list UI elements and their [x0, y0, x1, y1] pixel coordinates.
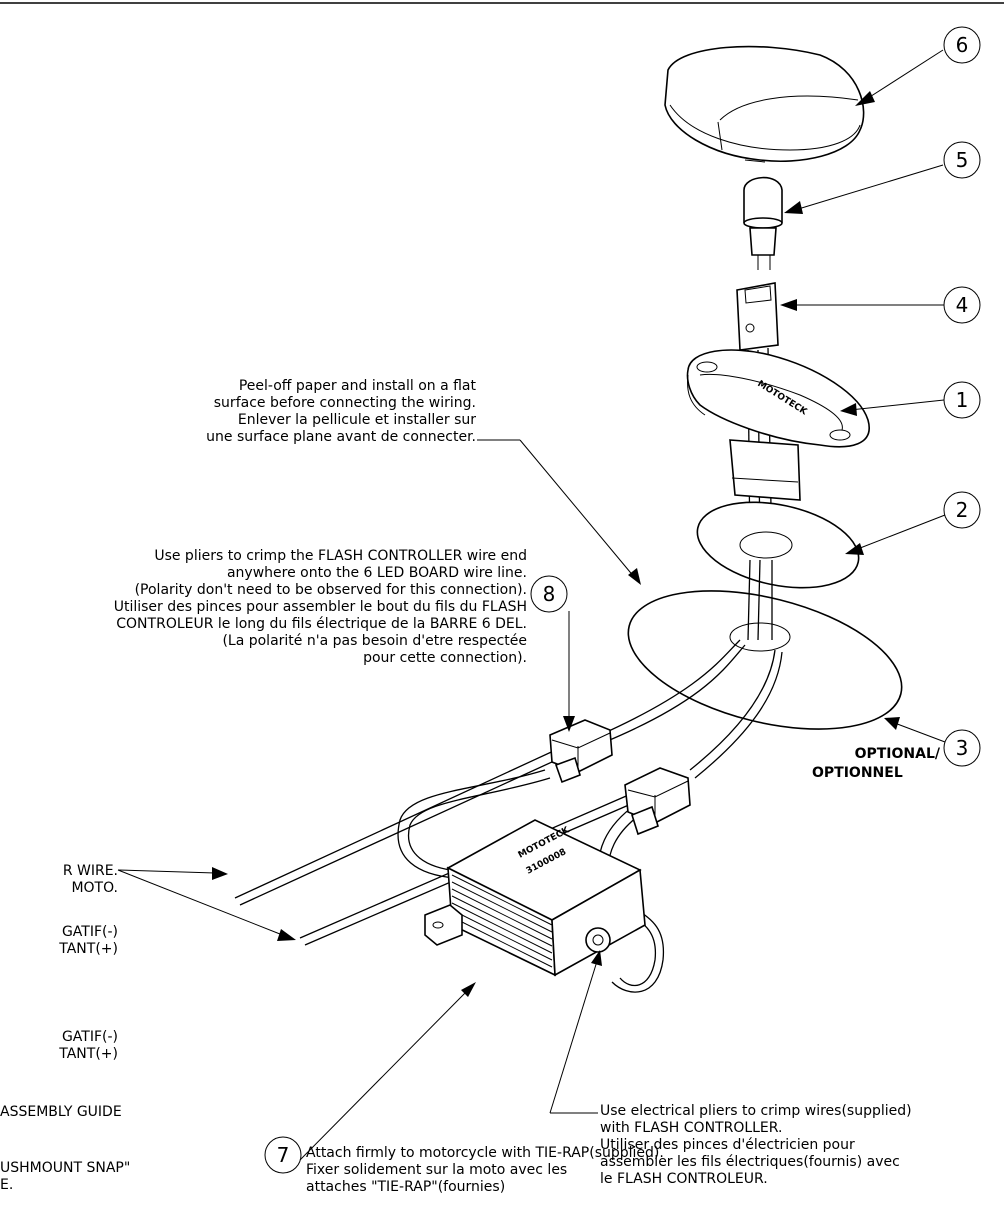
callout-5: 5 — [943, 141, 981, 179]
svg-text:pour cette connection).: pour cette connection). — [363, 650, 527, 666]
callout-1: 1 — [943, 381, 981, 419]
callout-7: 7 — [264, 1136, 302, 1174]
svg-text:8: 8 — [543, 582, 556, 606]
pliers-note: Use pliers to crimp the FLASH CONTROLLER… — [114, 548, 527, 666]
svg-text:anywhere onto the 6 LED BOARD: anywhere onto the 6 LED BOARD wire line. — [227, 565, 527, 581]
callout-3: 3 — [943, 729, 981, 767]
lens-cap-part — [664, 45, 865, 163]
svg-text:E.: E. — [0, 1177, 13, 1193]
svg-text:7: 7 — [277, 1143, 290, 1167]
svg-text:CONTROLEUR le long du fils éle: CONTROLEUR le long du fils électrique de… — [116, 616, 527, 632]
svg-text:Utiliser des pinces pour assem: Utiliser des pinces pour assembler le bo… — [114, 599, 527, 615]
svg-text:assembler les fils électriques: assembler les fils électriques(fournis) … — [600, 1154, 900, 1170]
leader-lines — [117, 49, 946, 1161]
svg-text:MOTO.: MOTO. — [71, 880, 118, 896]
svg-text:2: 2 — [956, 498, 969, 522]
svg-text:ASSEMBLY GUIDE: ASSEMBLY GUIDE — [0, 1104, 122, 1120]
svg-text:Enlever la pellicule et instal: Enlever la pellicule et installer sur — [238, 412, 476, 428]
wiring — [234, 639, 783, 993]
svg-text:Attach firmly to motorcycle wi: Attach firmly to motorcycle with TIE-RAP… — [306, 1145, 664, 1161]
svg-text:6: 6 — [956, 33, 969, 57]
svg-text:R WIRE.: R WIRE. — [63, 863, 118, 879]
connector-upper — [549, 719, 613, 784]
base-part: MOTOTECK — [686, 349, 870, 501]
svg-text:attaches "TIE-RAP"(fournies): attaches "TIE-RAP"(fournies) — [306, 1179, 505, 1195]
optional-label-en: OPTIONAL/ — [855, 746, 941, 762]
callout-8: 8 — [530, 575, 568, 613]
peel-off-note: Peel-off paper and install on a flat sur… — [206, 378, 476, 445]
svg-text:Peel-off paper and install on: Peel-off paper and install on a flat — [239, 378, 477, 394]
svg-text:(Polarity don't need to be obs: (Polarity don't need to be observed for … — [135, 582, 527, 598]
callout-4: 4 — [943, 286, 981, 324]
svg-text:GATIF(-): GATIF(-) — [62, 1029, 118, 1045]
gasket-part — [627, 559, 903, 730]
svg-text:TANT(+): TANT(+) — [58, 1046, 118, 1062]
svg-text:5: 5 — [956, 148, 969, 172]
bulb-part — [743, 176, 783, 270]
svg-text:Use electrical pliers to crimp: Use electrical pliers to crimp wires(sup… — [600, 1103, 912, 1119]
callout-2: 2 — [943, 491, 981, 529]
svg-text:une surface plane avant de con: une surface plane avant de connecter. — [206, 429, 476, 445]
svg-text:le FLASH CONTROLEUR.: le FLASH CONTROLEUR. — [600, 1171, 768, 1187]
adhesive-pad-part — [696, 501, 860, 589]
svg-text:3: 3 — [956, 736, 969, 760]
svg-text:TANT(+): TANT(+) — [58, 941, 118, 957]
optional-label-fr: OPTIONNEL — [812, 765, 903, 781]
svg-text:with FLASH CONTROLLER.: with FLASH CONTROLLER. — [600, 1120, 782, 1136]
svg-text:GATIF(-): GATIF(-) — [62, 924, 118, 940]
svg-text:Use pliers to crimp the FLASH: Use pliers to crimp the FLASH CONTROLLER… — [154, 548, 527, 564]
svg-text:4: 4 — [956, 293, 969, 317]
svg-text:Fixer solidement sur la moto a: Fixer solidement sur la moto avec les — [306, 1162, 567, 1178]
flash-controller-part: MOTOTECK 3100008 — [424, 819, 646, 977]
svg-text:Utiliser des pinces d'électric: Utiliser des pinces d'électricien pour — [600, 1137, 855, 1153]
svg-text:1: 1 — [956, 388, 969, 412]
tie-rap-note: Attach firmly to motorcycle with TIE-RAP… — [306, 1145, 664, 1195]
callout-6: 6 — [943, 26, 981, 64]
electrical-note: Use electrical pliers to crimp wires(sup… — [600, 1103, 912, 1187]
connector-lower — [624, 767, 691, 836]
svg-text:(La polarité n'a pas besoin d': (La polarité n'a pas besoin d'etre respe… — [222, 633, 527, 649]
svg-text:USHMOUNT SNAP": USHMOUNT SNAP" — [0, 1160, 130, 1176]
svg-text:surface before connecting the: surface before connecting the wiring. — [214, 395, 476, 411]
left-clipped-notes: R WIRE. MOTO. GATIF(-) TANT(+) GATIF(-) … — [0, 863, 130, 1193]
